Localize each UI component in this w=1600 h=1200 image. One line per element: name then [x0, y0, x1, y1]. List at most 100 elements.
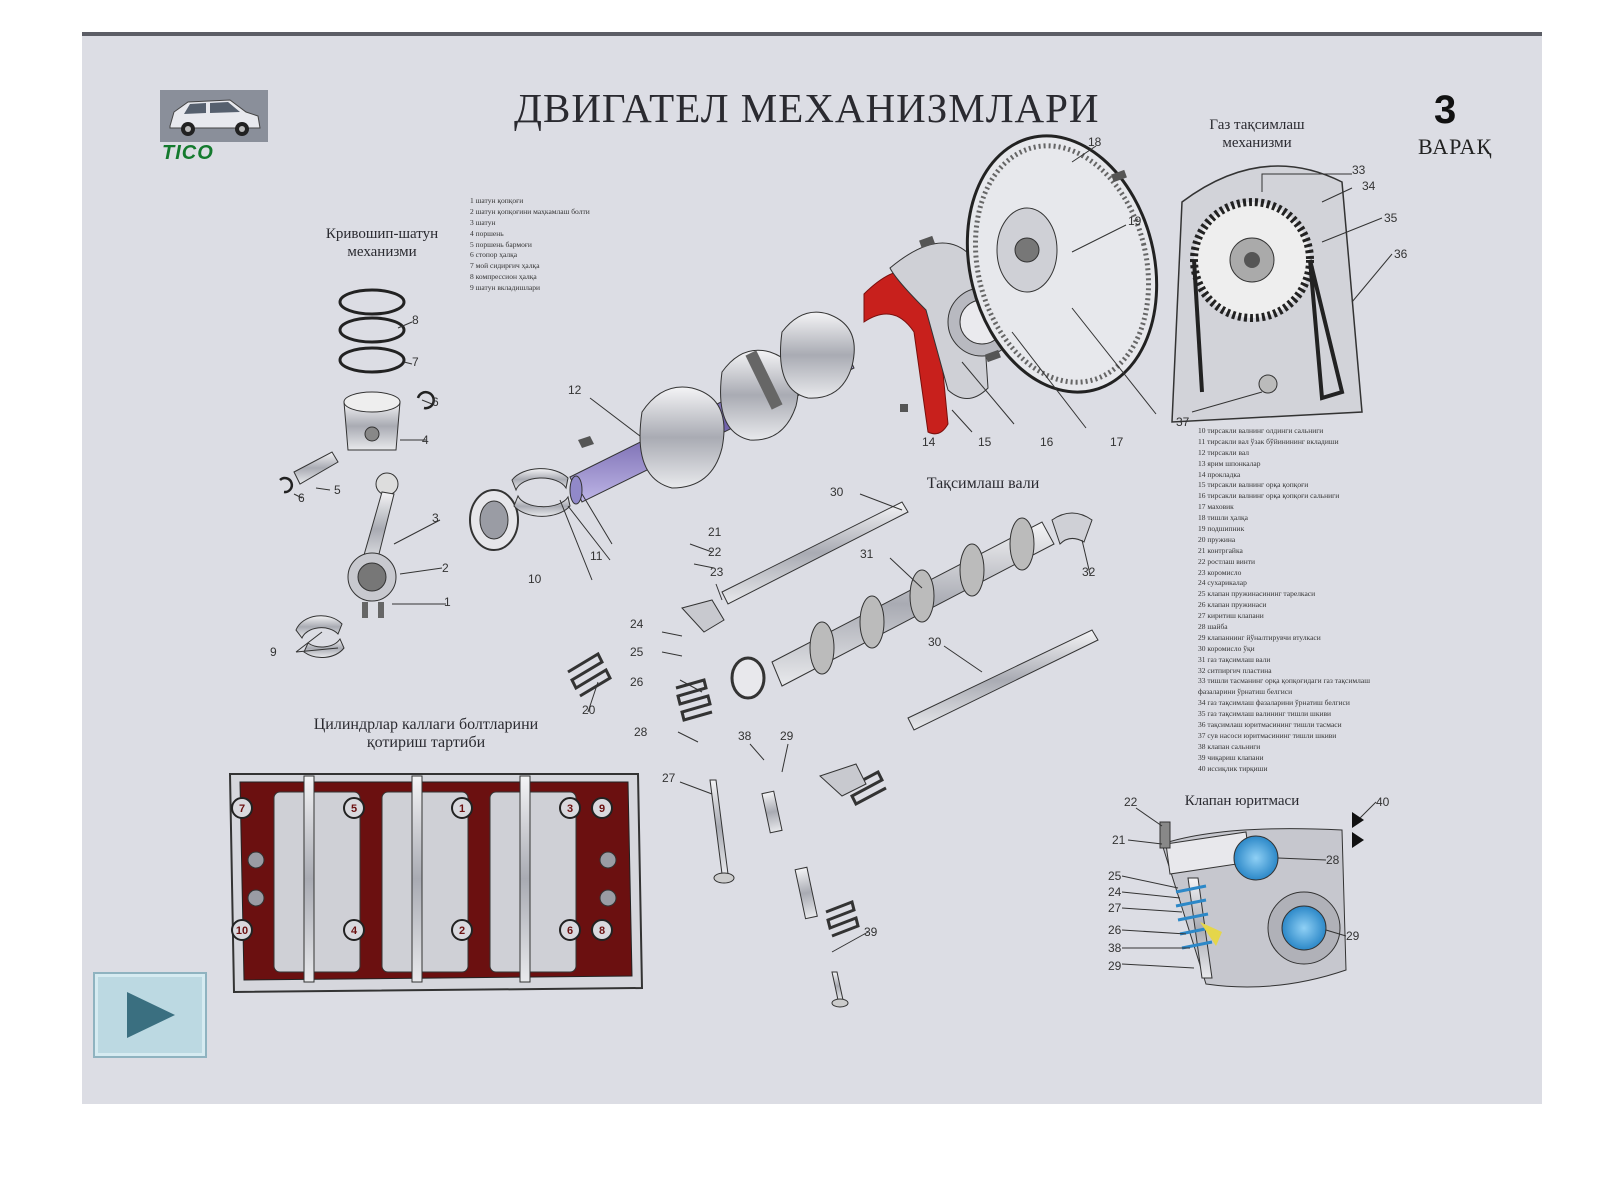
callout: 25	[630, 645, 644, 659]
callout: 31	[860, 547, 874, 561]
callout: 11	[590, 549, 603, 563]
poster-edge	[82, 32, 1542, 36]
bolts	[900, 169, 1127, 412]
legend-item: 25 клапан пружинасининг тарелкаси	[1198, 589, 1316, 599]
callout: 32	[1082, 565, 1096, 579]
bolt-order-number: 9	[599, 803, 605, 815]
legend-item: 40 иссиқлик тирқиши	[1198, 763, 1268, 773]
callout: 3	[432, 511, 439, 525]
callout: 25	[1108, 869, 1122, 883]
legend-item: 24 сухарикалар	[1198, 578, 1247, 588]
legend-item: 18 тишли ҳалқа	[1198, 513, 1248, 523]
callout: 39	[864, 925, 878, 939]
legend-item: 21 контргайка	[1198, 545, 1243, 555]
play-button[interactable]	[93, 972, 207, 1058]
legend-item: 12 тирсакли вал	[1198, 447, 1250, 457]
callout: 16	[1040, 435, 1054, 449]
main-bearing-shells	[511, 468, 571, 517]
sheet-label: ВАРАҚ	[1418, 134, 1493, 159]
piston-rings	[338, 288, 406, 374]
callout: 29	[1346, 929, 1360, 943]
bolt-order-number: 10	[236, 925, 248, 937]
valve-springs	[567, 651, 887, 938]
callout: 2	[442, 561, 449, 575]
legend-item: 19 подшипник	[1198, 524, 1245, 534]
flywheel	[965, 134, 1159, 394]
valve-guides	[761, 790, 818, 920]
callout: 10	[528, 572, 542, 586]
legend-item: 30 коромисло ўқи	[1198, 643, 1255, 653]
legend-item: 32 ситпиргич пластина	[1198, 665, 1272, 675]
bolt-order-number: 8	[599, 925, 605, 937]
bolt-order-number: 7	[239, 803, 245, 815]
legend-item: 2 шатун қопқоғини маҳкамлаш болти	[470, 206, 590, 216]
legend-item: 4 поршень	[470, 228, 504, 238]
legend-item: 29 клапаннинг йўналтирувчи втулкаси	[1198, 632, 1321, 642]
camshaft-seal	[730, 656, 766, 700]
callout: 26	[630, 675, 644, 689]
legend-item: 1 шатун қопқоғи	[470, 196, 524, 205]
callout: 27	[1108, 901, 1122, 915]
legend-item: 26 клапан пружинаси	[1198, 600, 1267, 610]
key-half	[578, 436, 594, 448]
callout: 6	[432, 395, 439, 409]
bolt-order-number: 3	[567, 803, 573, 815]
bolt-marker	[559, 919, 581, 941]
rocker-shaft-lower	[907, 629, 1099, 731]
legend-item: 10 тирсакли валнинг олдинги сальниги	[1198, 426, 1324, 435]
callout: 22	[708, 545, 722, 559]
bolt-marker	[231, 797, 253, 819]
callout: 12	[568, 383, 582, 397]
callout: 8	[412, 313, 419, 327]
rocker-arm	[681, 599, 867, 797]
legend-item: 13 ярим шпонкалар	[1198, 458, 1261, 468]
bolt-order-number: 1	[459, 803, 465, 815]
callout: 9	[270, 645, 277, 659]
legend-item: 22 ростлаш винти	[1198, 556, 1256, 566]
valve-drive-detail	[1159, 812, 1364, 988]
car-icon	[160, 90, 268, 142]
leader-lines	[293, 145, 1393, 969]
bolt-marker	[343, 919, 365, 941]
car-logo	[160, 90, 268, 142]
snap-ring	[279, 476, 294, 494]
callout: 18	[1088, 135, 1102, 149]
callout: 15	[978, 435, 992, 449]
legend-item: фазаларини ўрнатиш белгиси	[1198, 687, 1293, 697]
legend-item: 16 тирсакли валнинг орқа қопқоғи сальниг…	[1198, 491, 1340, 501]
play-triangle-icon	[127, 992, 175, 1038]
legend-item: 37 сув насоси юритмасининг тишли шкиви	[1198, 730, 1337, 740]
bolt-marker	[451, 919, 473, 941]
bolt-marker	[591, 797, 613, 819]
front-oil-seal	[469, 489, 519, 551]
callout: 30	[830, 485, 844, 499]
piston-pin	[293, 451, 339, 485]
callout: 38	[738, 729, 752, 743]
legend-item: 39 чиқариш клапани	[1198, 752, 1264, 762]
legend-item: 35 газ тақсимлаш валининг тишли шкиви	[1198, 709, 1332, 719]
legend-item: 20 пружина	[1198, 534, 1236, 544]
callout: 7	[412, 355, 419, 369]
bolt-order-number: 2	[459, 925, 465, 937]
callout: 33	[1352, 163, 1366, 177]
legend-item: 33 тишли тасманинг орқа қопқоғидаги газ …	[1198, 676, 1370, 686]
poster-title: ДВИГАТЕЛ МЕХАНИЗМЛАРИ	[514, 85, 1100, 131]
bolt-marker	[231, 919, 253, 941]
callout: 24	[630, 617, 644, 631]
callout: 29	[780, 729, 794, 743]
poster: TICO ДВИГАТЕЛ МЕХАНИЗМЛАРИ 3 ВАРАҚ Криво…	[82, 32, 1542, 1104]
callout: 26	[1108, 923, 1122, 937]
callout: 14	[922, 435, 936, 449]
bolt-order-number: 6	[567, 925, 573, 937]
callout: 19	[1128, 214, 1142, 228]
logo-text: TICO	[162, 142, 214, 164]
legend-item: 27 киритиш клапани	[1198, 611, 1264, 621]
legend-item: 8 компрессион ҳалқа	[470, 272, 537, 282]
piston	[343, 391, 401, 451]
legend-item: 7 мой сидирғич ҳалқа	[470, 261, 540, 271]
callout: 20	[582, 703, 596, 717]
callout: 6	[298, 491, 305, 505]
legend-item: 17 маховик	[1198, 502, 1234, 512]
